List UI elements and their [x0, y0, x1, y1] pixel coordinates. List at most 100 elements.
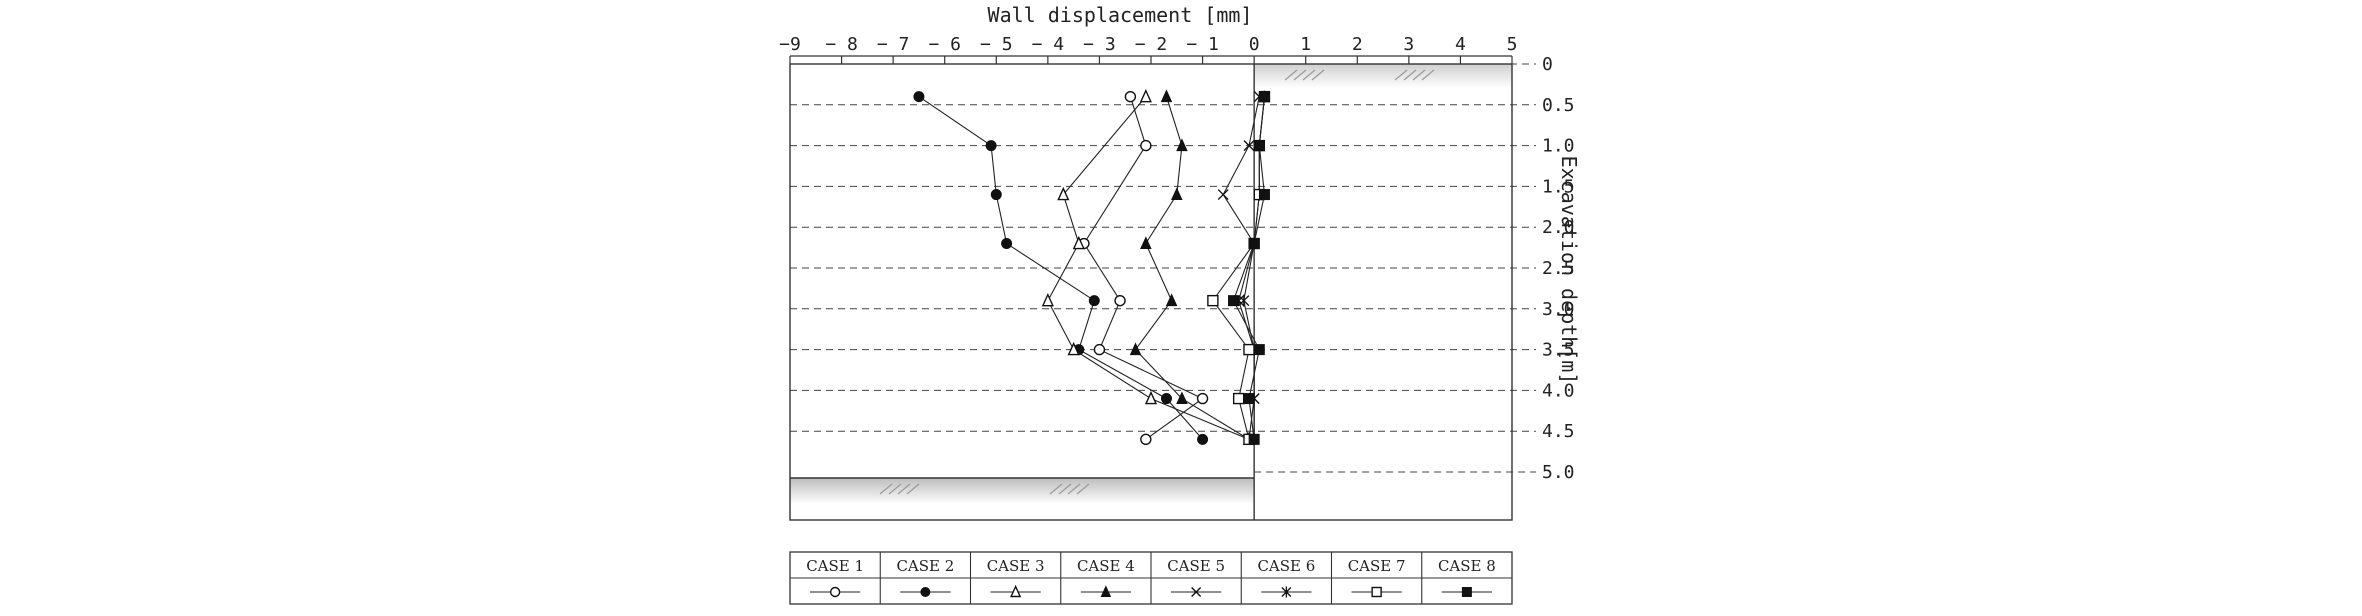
soil-hatch: [1403, 69, 1417, 81]
soil-hatch: [1311, 69, 1325, 81]
legend-label: CASE 8: [1438, 557, 1496, 575]
y-tick-label: 0.5: [1542, 95, 1575, 116]
y-tick-label: 4.0: [1542, 380, 1575, 401]
data-point-marker: [1160, 89, 1173, 103]
soil-hatch: [906, 483, 920, 495]
data-point-marker: [1258, 91, 1270, 103]
data-point-marker: [1088, 295, 1100, 307]
x-tick-label: − 4: [1032, 34, 1065, 55]
marker-stroke: [1217, 189, 1229, 201]
data-point-marker: [1253, 140, 1265, 152]
data-point-marker: [1010, 584, 1022, 598]
soil-hatch: [1302, 69, 1316, 81]
legend-label: CASE 1: [806, 557, 864, 575]
data-point-marker: [1139, 88, 1152, 103]
soil-hatch: [1067, 483, 1081, 495]
x-axis-title: Wall displacement [mm]: [988, 3, 1253, 27]
soil-hatch: [1076, 483, 1090, 495]
data-point-marker: [1253, 344, 1265, 356]
legend-label: CASE 5: [1167, 557, 1225, 575]
x-tick-label: − 7: [877, 34, 910, 55]
data-point-marker: [1217, 189, 1229, 201]
data-point-marker: [1171, 187, 1183, 201]
legend-label: CASE 6: [1257, 557, 1315, 575]
x-tick-label: 5: [1507, 34, 1518, 55]
data-point-marker: [1041, 292, 1054, 307]
series-8: [1228, 91, 1270, 445]
data-point-marker: [1114, 294, 1126, 307]
data-point-marker: [1191, 587, 1202, 597]
data-point-marker: [1067, 341, 1080, 356]
data-point-marker: [1001, 238, 1013, 250]
y-tick-label: 2.5: [1542, 258, 1575, 279]
soil-shading-right: [1254, 64, 1512, 88]
legend-label: CASE 3: [987, 557, 1045, 575]
data-point-marker: [1238, 294, 1250, 307]
legend-label: CASE 2: [896, 557, 954, 575]
data-point-marker: [1057, 186, 1070, 201]
x-tick-label: −9: [779, 34, 801, 55]
data-point-marker: [1248, 433, 1260, 445]
soil-hatch: [888, 483, 902, 495]
data-point-marker: [985, 140, 997, 152]
series-line: [1232, 96, 1266, 440]
series-4: [1129, 89, 1255, 445]
data-point-marker: [1243, 343, 1255, 356]
y-tick-label: 1.0: [1542, 136, 1575, 157]
soil-hatch: [1049, 483, 1063, 495]
x-tick-label: − 5: [980, 34, 1013, 55]
data-point-marker: [1197, 433, 1209, 445]
x-tick-label: 3: [1403, 34, 1414, 55]
plot-frame: [789, 63, 1513, 521]
data-point-marker: [1176, 391, 1188, 405]
y-tick-label: 1.5: [1542, 176, 1575, 197]
x-tick-label: − 8: [825, 34, 858, 55]
data-point-marker: [1176, 138, 1188, 152]
data-point-marker: [1228, 295, 1240, 307]
soil-hatch: [1058, 483, 1072, 495]
soil-hatch: [1284, 69, 1298, 81]
data-point-marker: [1140, 139, 1152, 152]
x-tick-label: 4: [1455, 34, 1466, 55]
soil-hatch: [1293, 69, 1307, 81]
data-point-marker: [1129, 342, 1142, 356]
data-point-marker: [1093, 343, 1106, 356]
series-1: [1078, 90, 1209, 446]
y-tick-label: 3.0: [1542, 299, 1575, 320]
x-tick-label: − 3: [1083, 34, 1116, 55]
y-tick-label: 4.5: [1542, 421, 1575, 442]
legend-label: CASE 7: [1348, 557, 1406, 575]
data-point-marker: [1100, 585, 1112, 597]
soil-hatch: [897, 483, 911, 495]
data-point-marker: [920, 587, 931, 597]
data-point-marker: [1072, 235, 1085, 250]
data-point-marker: [1248, 238, 1260, 250]
marker-stroke: [1191, 587, 1202, 597]
y-tick-label: 2.0: [1542, 217, 1575, 238]
data-point-marker: [1207, 294, 1219, 307]
x-tick-label: − 2: [1135, 34, 1168, 55]
data-point-marker: [913, 91, 925, 103]
soil-hatch: [879, 483, 893, 495]
data-point-marker: [1281, 586, 1292, 598]
data-point-marker: [1124, 90, 1137, 103]
series-2: [913, 91, 1209, 445]
data-point-marker: [1243, 393, 1255, 405]
y-axis-title: Excavation depth[m]: [1557, 156, 1581, 385]
data-point-marker: [1140, 433, 1152, 446]
x-tick-label: − 1: [1186, 34, 1219, 55]
data-point-marker: [1144, 390, 1158, 405]
data-point-marker: [1232, 392, 1245, 405]
data-point-marker: [1243, 140, 1255, 152]
data-point-marker: [1140, 236, 1152, 250]
soil-hatch: [1412, 69, 1426, 81]
data-point-marker: [1196, 392, 1209, 405]
data-point-marker: [1160, 393, 1172, 405]
x-tick-label: 1: [1300, 34, 1311, 55]
y-tick-label: 3.5: [1542, 340, 1575, 361]
data-point-marker: [1371, 586, 1382, 598]
data-point-marker: [990, 189, 1002, 201]
x-tick-label: 0: [1249, 34, 1260, 55]
series-line: [1212, 96, 1266, 440]
